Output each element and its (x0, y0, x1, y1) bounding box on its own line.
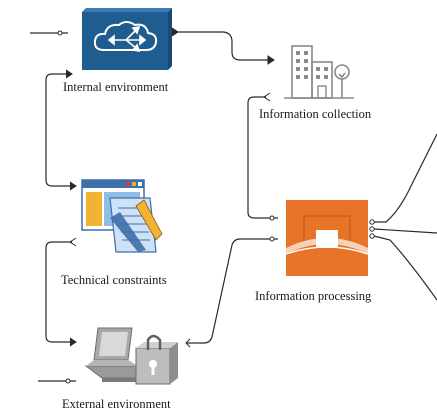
connector-collection-to-processing (247, 96, 278, 219)
connector-processing-out-1 (374, 133, 437, 223)
design-window-icon (81, 179, 163, 253)
connector-processing-out-3 (373, 235, 437, 301)
information-processing-label: Information processing (255, 289, 372, 303)
connector-external-to-processing (186, 238, 278, 344)
processing-box-icon (285, 200, 369, 276)
connector-internal-to-technical (45, 73, 74, 187)
buildings-icon (284, 45, 354, 99)
computer-lock-icon (84, 327, 178, 385)
technical-constraints-label: Technical constraints (61, 273, 167, 287)
cloud-network-icon (82, 8, 172, 70)
connector-internal-to-collection (174, 31, 272, 61)
information-collection-label: Information collection (259, 107, 372, 121)
internal-environment-label: Internal environment (63, 80, 169, 94)
external-environment-label: External environment (62, 397, 171, 411)
connector-technical-to-external (45, 241, 74, 343)
connector-processing-out-2 (373, 228, 437, 234)
